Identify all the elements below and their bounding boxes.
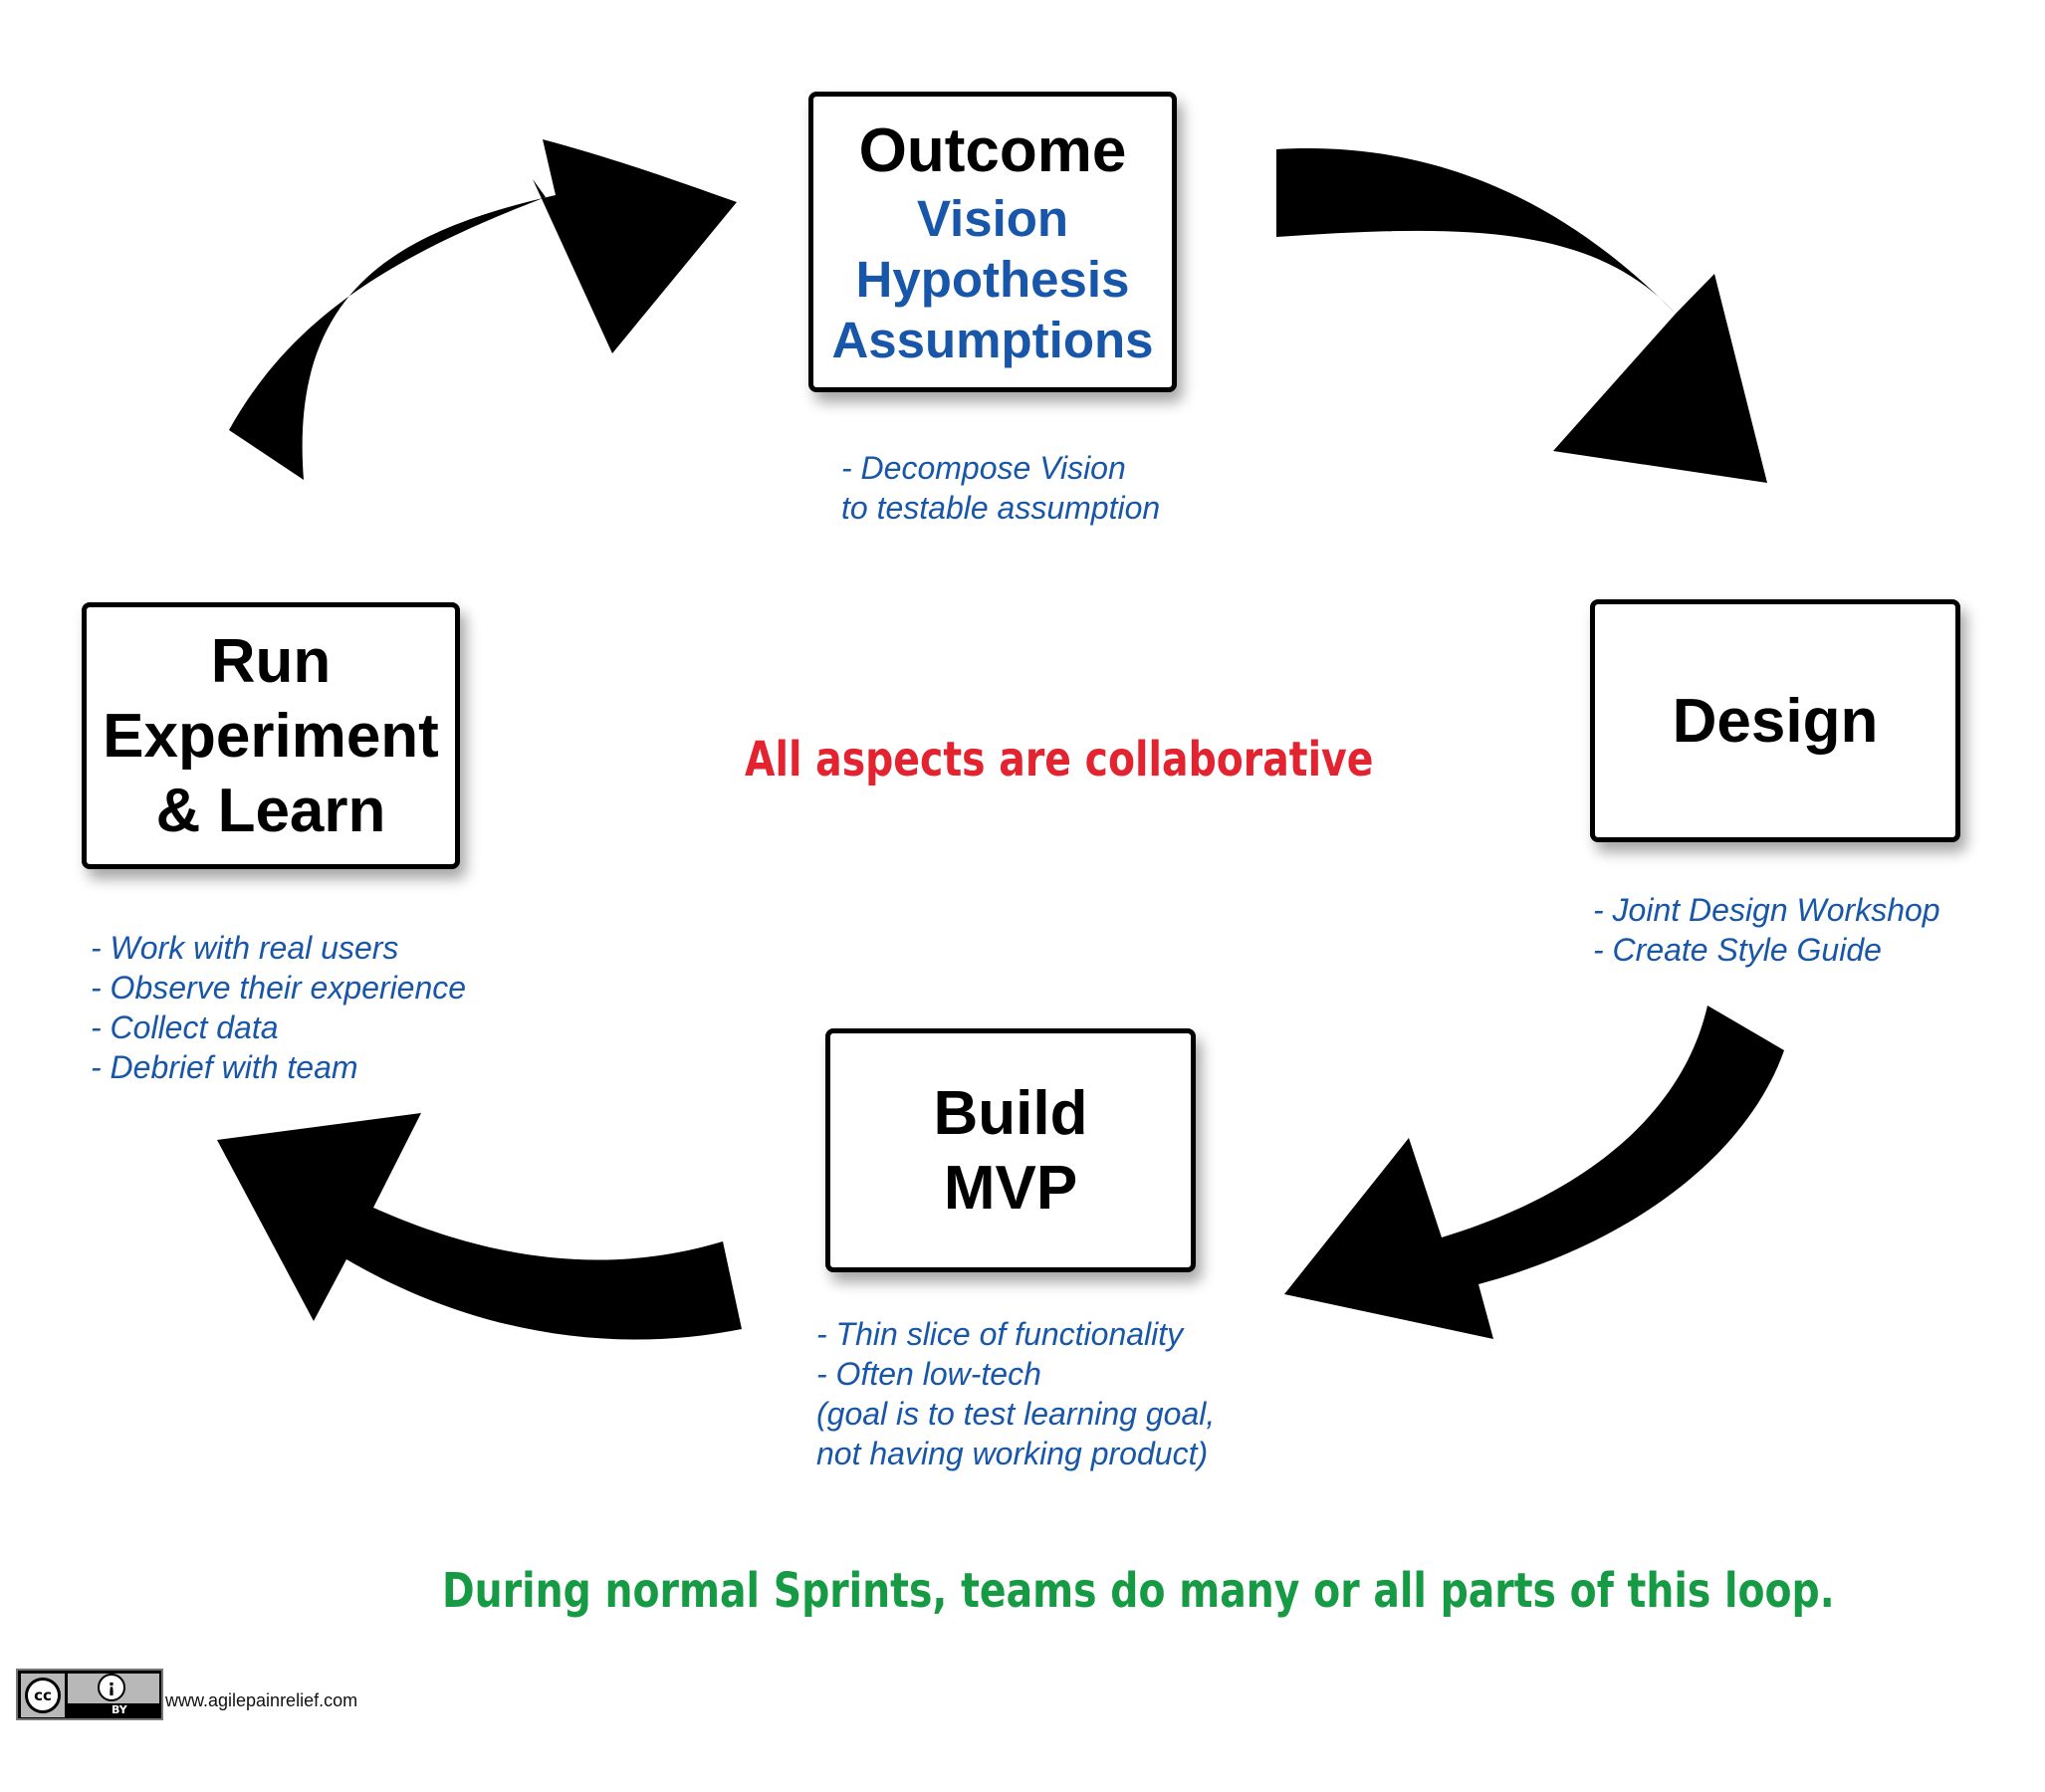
outcome-note: to testable assumption (841, 490, 1161, 526)
outcome-title: Outcome (858, 116, 1127, 185)
run-experiment-box: Run Experiment & Learn (82, 602, 460, 869)
run-note: - Collect data (91, 1009, 279, 1045)
design-note: - Create Style Guide (1593, 932, 1882, 968)
outcome-note: - Decompose Vision (841, 450, 1126, 486)
license-by-label: BY (112, 1703, 127, 1716)
arrow-build-to-run (217, 1113, 742, 1340)
arrow-run-to-outcome (229, 139, 737, 480)
collaborative-banner: All aspects are collaborative (745, 732, 1374, 787)
run-note: - Debrief with team (91, 1049, 358, 1085)
build-title-line: Build (933, 1078, 1088, 1148)
outcome-vision: Vision (916, 190, 1069, 247)
build-note: - Thin slice of functionality (816, 1316, 1184, 1352)
site-url: www.agilepainrelief.com (165, 1690, 358, 1710)
run-note: - Work with real users (91, 930, 399, 966)
run-title-line: Run (210, 626, 332, 696)
design-notes: - Joint Design Workshop - Create Style G… (1593, 890, 1940, 970)
design-box: Design (1590, 599, 1960, 842)
sprint-loop-footer: During normal Sprints, teams do many or … (442, 1563, 1835, 1619)
build-notes: - Thin slice of functionality - Often lo… (816, 1314, 1215, 1473)
run-notes: - Work with real users - Observe their e… (91, 928, 466, 1087)
build-title-line: MVP (943, 1153, 1078, 1223)
cc-logo-icon: cc (25, 1678, 61, 1713)
cc-by-license-badge: cc ¡ BY (16, 1669, 163, 1720)
run-note: - Observe their experience (91, 970, 467, 1006)
arrow-outcome-to-design (1276, 148, 1767, 483)
attribution-person-icon: ¡ (98, 1674, 125, 1701)
outcome-notes: - Decompose Vision to testable assumptio… (841, 448, 1160, 528)
outcome-assumptions: Assumptions (831, 312, 1154, 368)
outcome-box: Outcome Vision Hypothesis Assumptions (808, 92, 1177, 392)
design-title: Design (1672, 686, 1879, 756)
design-note: - Joint Design Workshop (1593, 892, 1940, 928)
build-note: not having working product) (816, 1436, 1209, 1471)
run-title-line: Experiment (103, 701, 439, 771)
build-mvp-box: Build MVP (825, 1028, 1196, 1272)
outcome-hypothesis: Hypothesis (855, 251, 1130, 308)
build-note: (goal is to test learning goal, (816, 1396, 1216, 1432)
arrow-design-to-build (1284, 1006, 1784, 1339)
build-note: - Often low-tech (816, 1356, 1041, 1392)
run-title-line: & Learn (155, 776, 386, 845)
